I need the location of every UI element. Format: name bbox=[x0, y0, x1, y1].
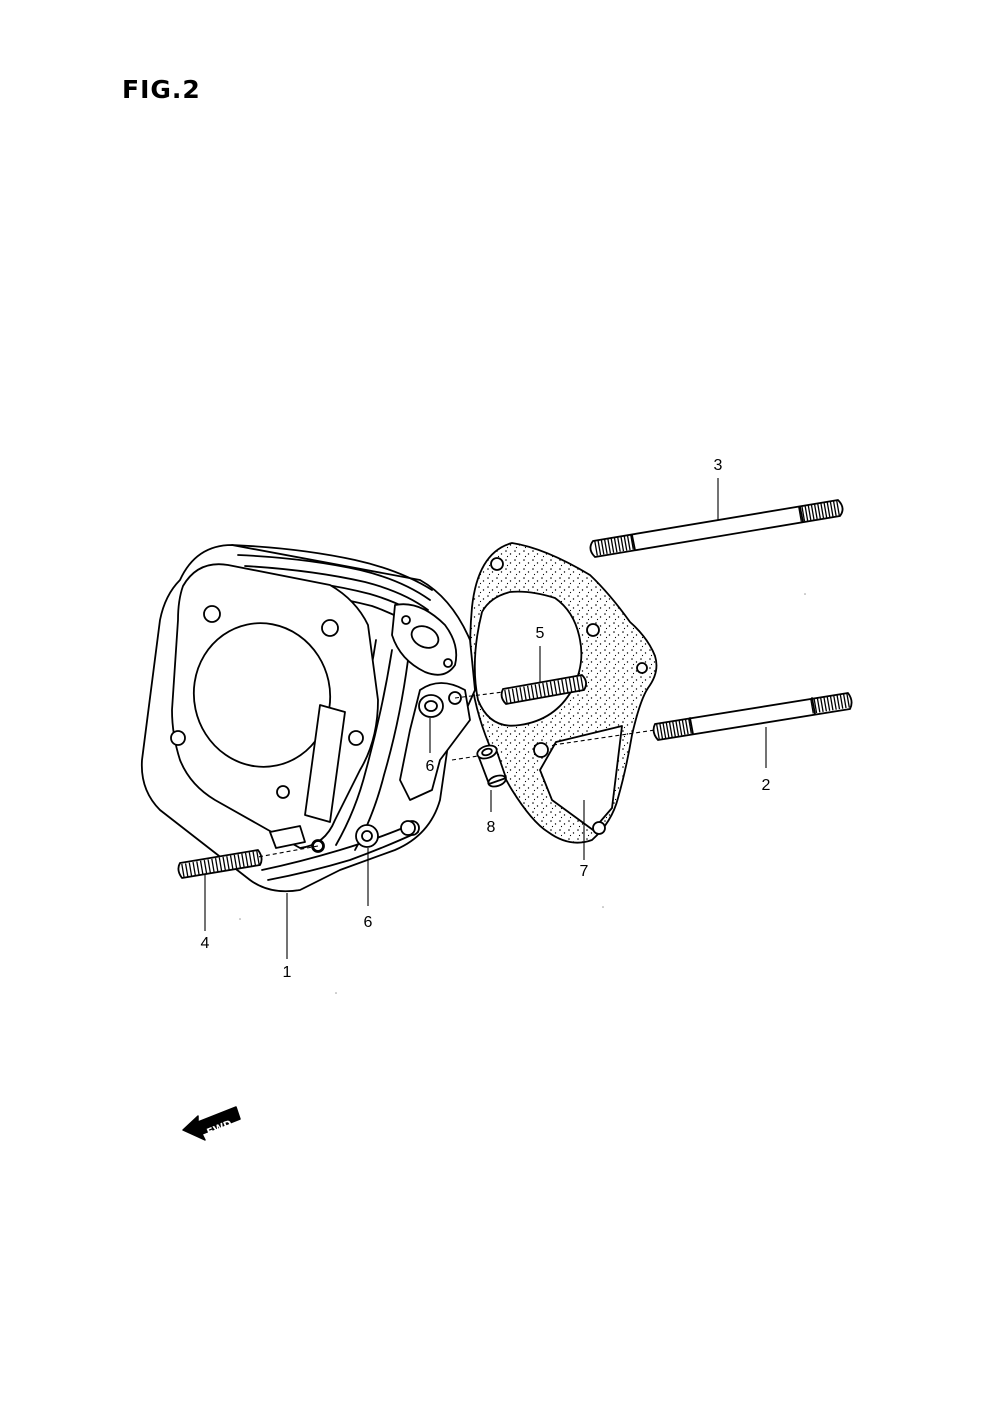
stud-bolt-long-upper bbox=[589, 499, 844, 558]
stud-bolt-short bbox=[500, 674, 587, 705]
dowel-pin bbox=[476, 744, 507, 788]
scan-specks bbox=[239, 593, 806, 994]
leader-lines bbox=[204, 478, 767, 959]
dowel-ring-upper bbox=[418, 694, 444, 718]
callout-4: 4 bbox=[201, 935, 210, 952]
callout-1: 1 bbox=[283, 964, 292, 981]
callout-6-lower: 6 bbox=[364, 914, 373, 931]
callout-5: 5 bbox=[536, 625, 545, 642]
dowel-ring-lower bbox=[355, 824, 379, 848]
callout-3: 3 bbox=[714, 457, 723, 474]
figure-title: FIG.2 bbox=[122, 75, 201, 104]
callout-6-upper: 6 bbox=[426, 758, 435, 775]
cylinder-block bbox=[140, 544, 476, 893]
stud-bolt-long-lower bbox=[652, 692, 853, 741]
fwd-arrow-icon: FWD bbox=[182, 1106, 241, 1141]
callout-8: 8 bbox=[487, 819, 496, 836]
cylinder-gasket bbox=[469, 542, 658, 844]
callout-7: 7 bbox=[580, 863, 589, 880]
callout-2: 2 bbox=[762, 777, 771, 794]
stud-bolt-front bbox=[177, 849, 263, 879]
